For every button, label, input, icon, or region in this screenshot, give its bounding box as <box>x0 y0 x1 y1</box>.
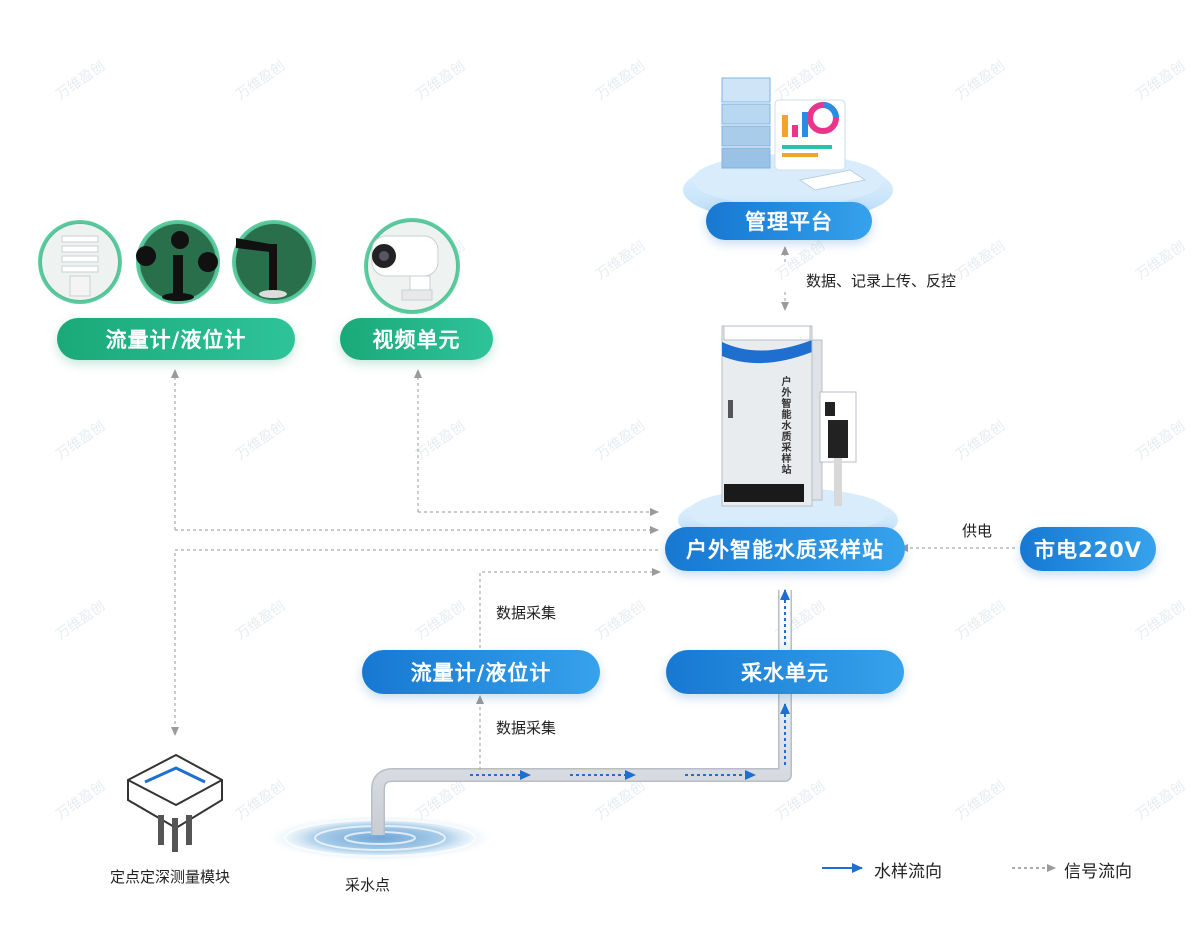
water-ripples <box>262 814 498 862</box>
watermark-logo: 万维盈创 <box>233 58 288 103</box>
watermark-logo: 万维盈创 <box>1133 418 1188 463</box>
management-platform-node[interactable]: 管理平台 <box>706 202 872 240</box>
watermark-logo: 万维盈创 <box>953 58 1008 103</box>
watermark-logo: 万维盈创 <box>1133 598 1188 643</box>
flow-level-meter-mid-node[interactable]: 流量计/液位计 <box>362 650 600 694</box>
watermark-logo: 万维盈创 <box>233 598 288 643</box>
watermark-logo: 万维盈创 <box>1133 238 1188 283</box>
sampling-point-label: 采水点 <box>345 876 391 894</box>
watermark-logo: 万维盈创 <box>953 598 1008 643</box>
watermark-logo: 万维盈创 <box>413 598 468 643</box>
watermark-logo: 万维盈创 <box>53 58 108 103</box>
data-collect-lower-label: 数据采集 <box>496 719 557 737</box>
watermark-logo: 万维盈创 <box>233 418 288 463</box>
watermark-logo: 万维盈创 <box>233 778 288 823</box>
mgmt-link-label: 数据、记录上传、反控 <box>806 272 957 290</box>
watermark-logo: 万维盈创 <box>953 238 1008 283</box>
watermark-logo: 万维盈创 <box>53 778 108 823</box>
watermark-logo: 万维盈创 <box>1133 778 1188 823</box>
watermark-logo: 万维盈创 <box>773 778 828 823</box>
depth-module-label: 定点定深测量模块 <box>110 868 231 886</box>
cabinet-label: 户外智能水质采样站 <box>779 376 790 475</box>
management-platform-illustration <box>683 77 893 222</box>
sampling-station-node[interactable]: 户外智能水质采样站 <box>665 527 905 571</box>
data-collect-upper-label: 数据采集 <box>496 604 557 622</box>
sampling-unit-node[interactable]: 采水单元 <box>666 650 904 694</box>
flow-level-meter-top-node[interactable]: 流量计/液位计 <box>57 318 295 360</box>
depth-module-illustration <box>127 753 223 852</box>
watermark-logo: 万维盈创 <box>593 58 648 103</box>
signal-links <box>171 246 1015 770</box>
power-supply-label: 供电 <box>962 522 993 540</box>
watermark-logo: 万维盈创 <box>413 418 468 463</box>
camera-illustration <box>364 218 460 314</box>
watermark-logo: 万维盈创 <box>413 58 468 103</box>
watermark-logo: 万维盈创 <box>1133 58 1188 103</box>
watermark-logo: 万维盈创 <box>593 778 648 823</box>
watermark-logo: 万维盈创 <box>773 58 828 103</box>
watermark-layer: 万维盈创万维盈创万维盈创万维盈创万维盈创万维盈创万维盈创万维盈创万维盈创万维盈创… <box>53 58 1188 823</box>
watermark-logo: 万维盈创 <box>953 778 1008 823</box>
video-unit-node[interactable]: 视频单元 <box>340 318 493 360</box>
legend-water-flow: 水样流向 <box>874 862 942 882</box>
watermark-logo: 万维盈创 <box>53 418 108 463</box>
water-pipe <box>371 589 792 835</box>
watermark-logo: 万维盈创 <box>53 598 108 643</box>
watermark-logo: 万维盈创 <box>593 418 648 463</box>
watermark-logo: 万维盈创 <box>953 418 1008 463</box>
mains-power-node[interactable]: 市电220V <box>1020 527 1156 571</box>
watermark-logo: 万维盈创 <box>593 238 648 283</box>
legend-signal-flow: 信号流向 <box>1064 862 1132 882</box>
weather-sensors-illustration <box>38 220 316 304</box>
watermark-logo: 万维盈创 <box>593 598 648 643</box>
